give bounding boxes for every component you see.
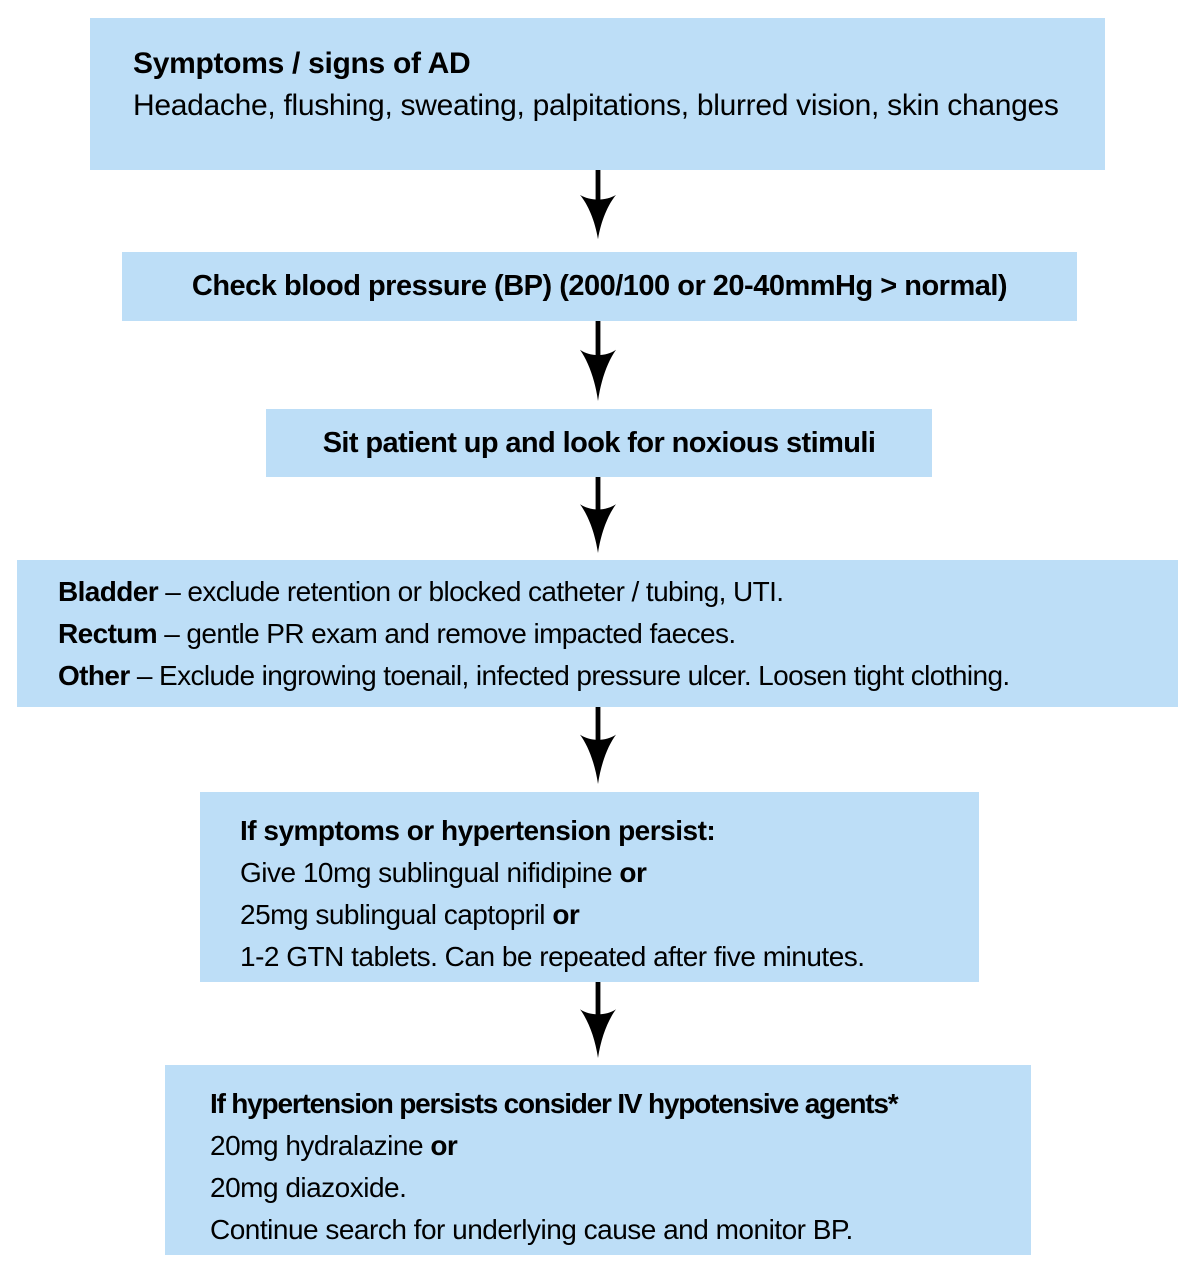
flow-box-persist-sublingual-meds: If symptoms or hypertension persist: Giv… [200, 792, 979, 982]
flow-box-line-other: Other – Exclude ingrowing toenail, infec… [58, 655, 1160, 697]
arrow-down-icon [580, 982, 616, 1059]
flow-box-line-hydralazine: 20mg hydralazine or [210, 1125, 1013, 1167]
heading-text: Symptoms / signs of AD [133, 47, 471, 80]
flow-box-heading: If symptoms or hypertension persist: [240, 810, 961, 852]
line-text: 1-2 GTN tablets. Can be repeated after f… [240, 941, 865, 972]
arrow-down-icon [580, 707, 616, 785]
flow-box-check-bp: Check blood pressure (BP) (200/100 or 20… [122, 252, 1077, 321]
lead-word: Bladder [58, 576, 159, 607]
flow-box-line-rectum: Rectum – gentle PR exam and remove impac… [58, 613, 1160, 655]
flow-box-symptoms: Symptoms / signs of AD Headache, flushin… [90, 18, 1105, 170]
flow-box-sit-patient-up: Sit patient up and look for noxious stim… [266, 409, 932, 477]
flow-box-heading: Symptoms / signs of AD [133, 43, 1080, 85]
flow-box-line-nifidipine: Give 10mg sublingual nifidipine or [240, 852, 961, 894]
flow-box-body: Headache, flushing, sweating, palpitatio… [133, 85, 1080, 127]
flow-arrow-5 [578, 982, 618, 1060]
flow-box-line-diazoxide: 20mg diazoxide. [210, 1167, 1013, 1209]
lead-word: Other [58, 660, 130, 691]
heading-text: If symptoms or hypertension persist: [240, 815, 716, 846]
flow-box-line-bladder: Bladder – exclude retention or blocked c… [58, 571, 1160, 613]
lead-word: Rectum [58, 618, 158, 649]
flow-arrow-3 [578, 477, 618, 555]
line-text: 20mg diazoxide. [210, 1172, 407, 1203]
arrow-down-icon [580, 477, 616, 554]
flow-box-line-gtn: 1-2 GTN tablets. Can be repeated after f… [240, 936, 961, 978]
arrow-down-icon [580, 170, 616, 240]
flow-box-heading: Check blood pressure (BP) (200/100 or 20… [191, 270, 1008, 303]
heading-text: Sit patient up and look for noxious stim… [322, 426, 876, 459]
flow-box-heading: Sit patient up and look for noxious stim… [323, 427, 876, 460]
arrow-down-icon [580, 321, 616, 401]
flow-box-iv-hypotensive-agents: If hypertension persists consider IV hyp… [165, 1065, 1031, 1255]
flow-box-noxious-stimuli-checks: Bladder – exclude retention or blocked c… [17, 560, 1178, 707]
line-text: – Exclude ingrowing toenail, infected pr… [129, 660, 1010, 691]
or-word: or [430, 1130, 458, 1161]
flow-arrow-2 [578, 321, 618, 403]
line-text: – gentle PR exam and remove impacted fae… [157, 618, 736, 649]
or-word: or [552, 899, 580, 930]
line-text: Give 10mg sublingual nifidipine [240, 857, 620, 888]
line-text: Continue search for underlying cause and… [210, 1214, 853, 1245]
flow-arrow-1 [578, 170, 618, 241]
flow-arrow-4 [578, 707, 618, 786]
heading-text: Check blood pressure (BP) (200/100 or 20… [191, 270, 1008, 302]
flow-box-heading: If hypertension persists consider IV hyp… [210, 1083, 1013, 1125]
flow-box-line-monitor: Continue search for underlying cause and… [210, 1209, 1013, 1251]
body-text: Headache, flushing, sweating, palpitatio… [133, 89, 1059, 122]
line-text: 25mg sublingual captopril [240, 899, 553, 930]
line-text: 20mg hydralazine [210, 1130, 431, 1161]
heading-text: If hypertension persists consider IV hyp… [210, 1088, 899, 1119]
flow-box-line-captopril: 25mg sublingual captopril or [240, 894, 961, 936]
line-text: – exclude retention or blocked catheter … [158, 576, 784, 607]
or-word: or [619, 857, 647, 888]
